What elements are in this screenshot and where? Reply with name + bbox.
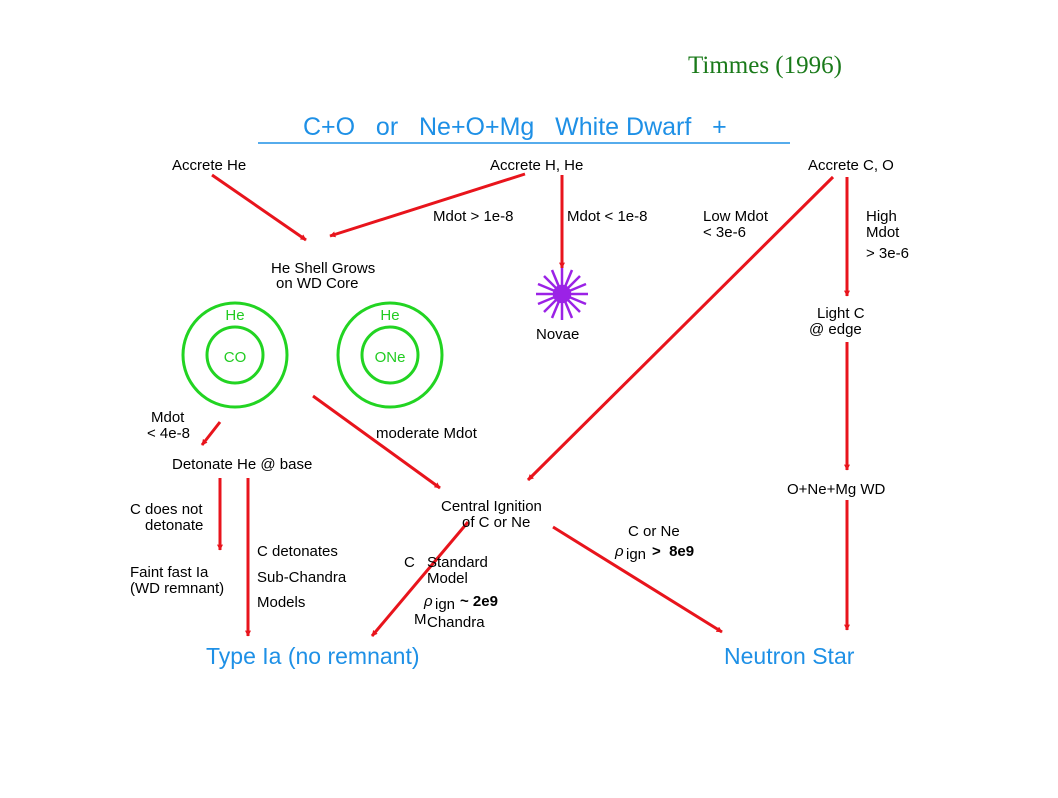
label-high-mdot-line2: Mdot xyxy=(866,224,900,241)
arrow-he-to-shell xyxy=(211,173,307,242)
label-ign-ns: ign xyxy=(626,546,646,563)
node-neutron-star: Neutron Star xyxy=(724,643,855,669)
label-mdot-small-line1: Mdot xyxy=(151,409,185,426)
label-low-mdot-line2: < 3e-6 xyxy=(703,224,746,241)
label-chandra: Chandra xyxy=(427,614,485,631)
node-he-shell-line2: on WD Core xyxy=(276,275,359,292)
node-type-ia: Type Ia (no remnant) xyxy=(206,643,420,669)
node-central-line2: of C or Ne xyxy=(462,514,530,531)
arrow-h-to-shell xyxy=(329,172,526,238)
label-low-mdot-line1: Low Mdot xyxy=(703,208,769,225)
arrow-central-to-ns xyxy=(552,525,723,634)
label-standard-line1: Standard xyxy=(427,554,488,571)
label-high-mdot-line3: > 3e-6 xyxy=(866,245,909,262)
node-accrete-h-he: Accrete H, He xyxy=(490,157,583,174)
label-rho-ns: ρ xyxy=(614,543,624,560)
label-ign-standard: ign xyxy=(435,596,455,613)
label-gt-8e9: > 8e9 xyxy=(652,543,694,560)
node-light-c-line2: @ edge xyxy=(809,321,862,338)
shell-inner-one xyxy=(360,325,420,385)
shell-he-label-a: He xyxy=(225,307,244,324)
label-moderate-mdot: moderate Mdot xyxy=(376,425,478,442)
label-c-not-line1: C does not xyxy=(130,501,203,518)
node-light-c-line1: Light C xyxy=(817,305,865,322)
arrow-shell-to-central xyxy=(312,394,441,490)
citation: Timmes (1996) xyxy=(688,52,842,79)
label-c-not-line2: detonate xyxy=(145,517,203,534)
node-faint-line2: (WD remnant) xyxy=(130,580,224,597)
shell-he-label-b: He xyxy=(380,307,399,324)
label-c: C xyxy=(404,554,415,571)
label-mdot-small-line2: < 4e-8 xyxy=(147,425,190,442)
node-accrete-c-o: Accrete C, O xyxy=(808,157,894,174)
node-detonate-he: Detonate He @ base xyxy=(172,456,312,473)
label-standard-line2: Model xyxy=(427,570,468,587)
label-approx-2e9: ~ 2e9 xyxy=(460,593,498,610)
node-accrete-he: Accrete He xyxy=(172,157,246,174)
diagram-title: C+O or Ne+O+Mg White Dwarf + xyxy=(303,113,727,141)
core-co-label: CO xyxy=(224,349,247,366)
arrow-co-to-central xyxy=(526,175,835,482)
label-high-mdot-line1: High xyxy=(866,208,897,225)
shell-inner-co xyxy=(205,325,265,385)
node-onemg-wd: O+Ne+Mg WD xyxy=(787,481,886,498)
label-mdot-lt: Mdot < 1e-8 xyxy=(567,208,647,225)
nova-star-icon xyxy=(536,268,588,320)
label-m: M xyxy=(414,611,427,628)
node-novae: Novae xyxy=(536,326,579,343)
arrow-shell-to-detonate xyxy=(200,421,222,446)
label-c-det-line1: C detonates xyxy=(257,543,338,560)
node-he-shell-line1: He Shell Grows xyxy=(271,260,375,277)
shell-outer-one xyxy=(336,301,444,409)
label-c-or-ne: C or Ne xyxy=(628,523,680,540)
shell-outer-co xyxy=(181,301,289,409)
arrow-central-to-typeia xyxy=(370,521,470,637)
label-c-det-line2: Sub-Chandra xyxy=(257,569,347,586)
node-central-line1: Central Ignition xyxy=(441,498,542,515)
label-rho-standard: ρ xyxy=(423,593,433,610)
core-one-label: ONe xyxy=(375,349,406,366)
label-mdot-gt: Mdot > 1e-8 xyxy=(433,208,513,225)
label-c-det-line3: Models xyxy=(257,594,305,611)
node-faint-line1: Faint fast Ia xyxy=(130,564,209,581)
